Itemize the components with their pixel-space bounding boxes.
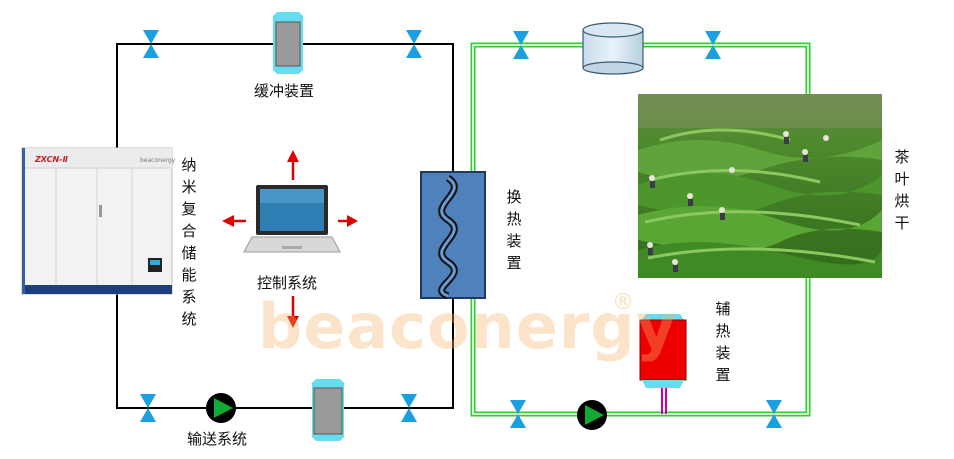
pump-left (206, 393, 236, 423)
valve-icon (510, 400, 526, 428)
registered-mark: ® (612, 290, 634, 315)
storage-unit-cabinet: ZXCN-Ⅱ beaconergy (21, 147, 176, 295)
heat-exchanger (420, 171, 486, 300)
unit-brand-text: beaconergy (140, 157, 176, 164)
unit-model-text: ZXCN-Ⅱ (34, 155, 69, 164)
aux-heater-label: 辅热装置 (715, 300, 731, 384)
valve-icon (401, 394, 417, 422)
bottom-tank (312, 379, 344, 441)
buffer-tank (273, 12, 303, 74)
valve-icon (406, 30, 422, 58)
tea-plantation-image (638, 94, 882, 278)
valve-icon (705, 31, 721, 59)
aux-heater (639, 314, 687, 414)
valve-icon (140, 394, 156, 422)
expansion-cylinder (582, 22, 644, 75)
control-arrows (222, 150, 358, 328)
storage-system-label: 纳米复合储能系统 (181, 156, 197, 328)
heat-exchanger-label: 换热装置 (506, 188, 522, 272)
valve-icon (143, 30, 159, 58)
buffer-device-label: 缓冲装置 (254, 82, 315, 100)
tea-drying-label: 茶叶烘干 (894, 148, 910, 232)
valve-icon (513, 31, 529, 59)
laptop-icon (243, 185, 341, 253)
brand-watermark: beaconergy (258, 290, 678, 363)
valve-icon (766, 400, 782, 428)
control-system-label: 控制系统 (257, 274, 318, 292)
pump-right (577, 400, 607, 430)
transport-system-label: 输送系统 (187, 430, 248, 448)
